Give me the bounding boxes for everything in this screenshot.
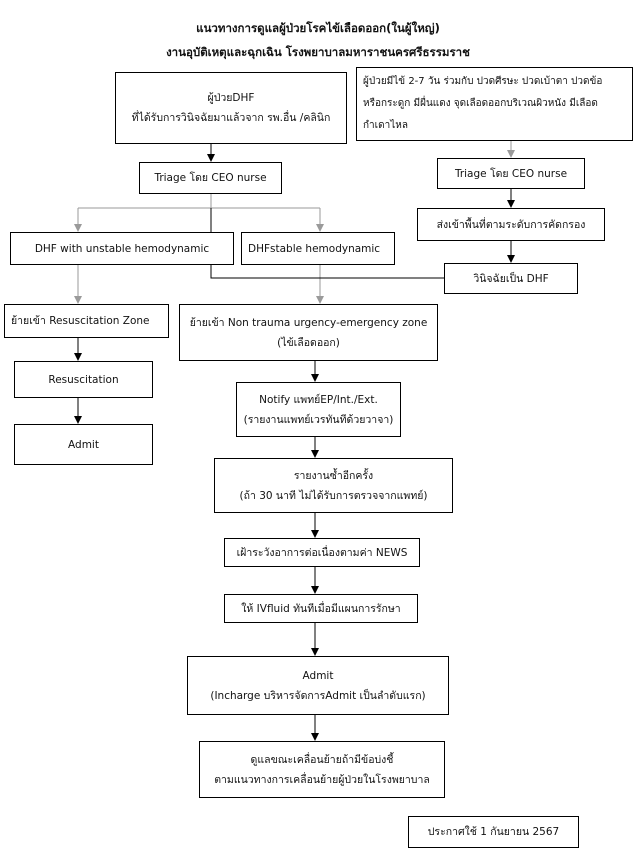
triage-left-label: Triage โดย CEO nurse — [154, 172, 267, 184]
nontrauma-line1: ย้ายเข้า Non trauma urgency-emergency zo… — [189, 316, 428, 329]
report-again-box: รายงานซ้ำอีกครั้ง (ถ้า 30 นาที ไม่ได้รับ… — [214, 458, 453, 513]
announcement-box: ประกาศใช้ 1 กันยายน 2567 — [408, 816, 579, 848]
split-triage — [78, 194, 212, 209]
referred-patient-line2: ที่ได้รับการวินิจฉัยมาแล้วจาก รพ.อื่น /ค… — [131, 112, 331, 124]
connector-diagnose-to-split — [210, 208, 444, 279]
referred-patient-line1: ผู้ป่วยDHF — [207, 92, 255, 104]
transfer-care-box: ดูแลขณะเคลื่อนย้ายถ้ามีข้อบ่งชี้ ตามแนวท… — [199, 741, 445, 798]
transfer-care-line2: ตามแนวทางการเคลื่อนย้ายผู้ป่วยในโรงพยาบา… — [214, 773, 430, 786]
admit-center-box: Admit (Incharge บริหารจัดการAdmit เป็นลำ… — [187, 656, 449, 715]
notify-line1: Notify แพทย์EP/Int./Ext. — [259, 393, 378, 406]
chart-subtitle: งานอุบัติเหตุและฉุกเฉิน โรงพยาบาลมหาราชน… — [166, 45, 470, 59]
notify-doctor-box: Notify แพทย์EP/Int./Ext. (รายงานแพทย์เวร… — [236, 382, 401, 437]
symptom-line2: หรือกระดูก มีผื่นแดง จุดเลือดออกบริเวณผิ… — [363, 98, 598, 109]
symptom-line1: ผู้ป่วยมีไข้ 2-7 วัน ร่วมกับ ปวดศีรษะ ปว… — [363, 76, 603, 87]
admit-center-line2: (Incharge บริหารจัดการAdmit เป็นลำดับแรก… — [210, 689, 426, 702]
resuscitation-box: Resuscitation — [14, 361, 153, 398]
report-again-line1: รายงานซ้ำอีกครั้ง — [293, 469, 374, 482]
stable-label: DHFstable hemodynamic — [248, 242, 381, 255]
announcement-label: ประกาศใช้ 1 กันยายน 2567 — [427, 826, 560, 838]
admit-left-label: Admit — [68, 438, 99, 451]
resuscitation-label: Resuscitation — [48, 373, 119, 386]
symptom-patient-box: ผู้ป่วยมีไข้ 2-7 วัน ร่วมกับ ปวดศีรษะ ปว… — [356, 67, 633, 141]
monitor-news-box: เฝ้าระวังอาการต่อเนื่องตามค่า NEWS — [224, 538, 420, 567]
iv-fluid-label: ให้ IVfluid ทันทีเมื่อมีแผนการรักษา — [241, 602, 401, 615]
referred-dhf-patient-box: ผู้ป่วยDHF ที่ได้รับการวินิจฉัยมาแล้วจาก… — [115, 72, 347, 144]
triage-right-box: Triage โดย CEO nurse — [437, 158, 585, 189]
unstable-hemodynamic-box: DHF with unstable hemodynamic — [10, 232, 234, 265]
notify-line2: (รายงานแพทย์เวรทันทีด้วยวาจา) — [243, 413, 394, 426]
unstable-label: DHF with unstable hemodynamic — [34, 242, 210, 255]
send-area-label: ส่งเข้าพื้นที่ตามระดับการคัดกรอง — [436, 218, 586, 231]
diagnose-dhf-label: วินิจฉัยเป็น DHF — [473, 272, 549, 285]
transfer-care-line1: ดูแลขณะเคลื่อนย้ายถ้ามีข้อบ่งชี้ — [250, 753, 394, 766]
resuscitation-zone-box: ย้ายเข้า Resuscitation Zone — [4, 304, 169, 338]
chart-title: แนวทางการดูแลผู้ป่วยโรคไข้เลือดออก(ในผู้… — [196, 21, 440, 35]
iv-fluid-box: ให้ IVfluid ทันทีเมื่อมีแผนการรักษา — [224, 594, 418, 623]
diagnose-dhf-box: วินิจฉัยเป็น DHF — [444, 263, 578, 294]
admit-center-line1: Admit — [302, 669, 334, 682]
resus-zone-label: ย้ายเข้า Resuscitation Zone — [11, 315, 150, 327]
triage-left-box: Triage โดย CEO nurse — [139, 162, 282, 194]
nontrauma-zone-box: ย้ายเข้า Non trauma urgency-emergency zo… — [179, 304, 438, 361]
monitor-news-label: เฝ้าระวังอาการต่อเนื่องตามค่า NEWS — [236, 546, 408, 559]
send-area-box: ส่งเข้าพื้นที่ตามระดับการคัดกรอง — [417, 208, 605, 241]
stable-hemodynamic-box: DHFstable hemodynamic — [241, 232, 395, 265]
admit-left-box: Admit — [14, 424, 153, 465]
triage-right-label: Triage โดย CEO nurse — [454, 167, 568, 180]
symptom-line3: กำเดาไหล — [363, 120, 408, 131]
report-again-line2: (ถ้า 30 นาที ไม่ได้รับการตรวจจากแพทย์) — [239, 489, 428, 502]
nontrauma-line2: (ไข้เลือดออก) — [277, 336, 340, 349]
